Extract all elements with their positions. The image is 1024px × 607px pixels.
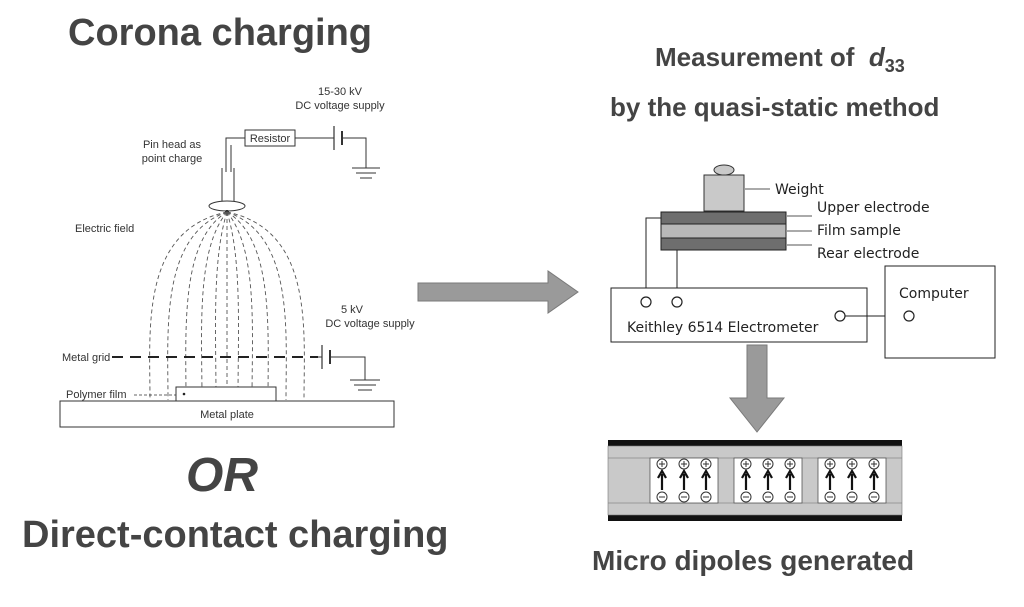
measurement-title-line1: Measurement of d33 [655, 42, 905, 77]
high-voltage-value: 15-30 kV [318, 86, 363, 98]
electric-field-lines [149, 211, 305, 401]
electrometer-box [610, 287, 868, 343]
plus-sign-icon [681, 461, 687, 467]
measurement-prefix: Measurement of [655, 42, 855, 72]
rear-electrode-label: Rear electrode [817, 246, 919, 262]
upper-electrode-wire [643, 217, 661, 294]
electrometer-output [834, 310, 846, 322]
low-voltage-value: 5 kV [341, 304, 364, 316]
dipole-arrow-icon [869, 468, 879, 490]
right-arrow-icon [417, 270, 579, 314]
high-voltage-supply-label: DC voltage supply [295, 100, 385, 112]
down-arrow-icon [728, 344, 786, 433]
dipole-arrow-icon [763, 468, 773, 490]
electric-field-label: Electric field [75, 223, 134, 235]
metal-grid-label: Metal grid [62, 352, 110, 364]
plus-sign-icon [787, 461, 793, 467]
ground-wire [342, 137, 367, 168]
micro-voids [649, 457, 887, 504]
pin-wire [225, 137, 245, 172]
plus-sign-icon [743, 461, 749, 467]
weight-block [703, 174, 745, 212]
dipole-arrow-icon [657, 468, 667, 490]
top-electrode [608, 440, 902, 446]
dipole-arrow-icon [785, 468, 795, 490]
polymer-film [175, 386, 277, 402]
micro-dipoles-diagram [607, 440, 903, 521]
computer-box [884, 265, 996, 359]
computer-input [903, 310, 915, 322]
corona-charging-title: Corona charging [68, 12, 373, 54]
metal-plate [59, 400, 395, 428]
corona-diagram: 15-30 kV DC voltage supply Resistor Pin … [59, 86, 415, 428]
plus-sign-icon [659, 461, 665, 467]
plus-sign-icon [849, 461, 855, 467]
metal-plate-label: Metal plate [200, 409, 254, 421]
dipole-arrow-icon [741, 468, 751, 490]
d33-symbol: d33 [868, 42, 905, 77]
upper-electrode [660, 211, 787, 225]
polymer-film-label: Polymer film [66, 389, 127, 401]
film-sample-label: Film sample [817, 223, 901, 239]
dipole-arrow-icon [847, 468, 857, 490]
plus-sign-icon [827, 461, 833, 467]
resistor-label: Resistor [250, 133, 291, 145]
or-label: OR [186, 449, 258, 502]
low-voltage-supply-label: DC voltage supply [325, 318, 415, 330]
micro-dipoles-title: Micro dipoles generated [592, 545, 915, 576]
dipole-arrow-icon [679, 468, 689, 490]
weight-knob [713, 164, 735, 176]
pin-head-label-2: point charge [142, 153, 203, 165]
dipole-arrow-icon [825, 468, 835, 490]
direct-contact-charging-title: Direct-contact charging [22, 514, 449, 556]
rear-electrode [660, 237, 787, 251]
measurement-title-line2: by the quasi-static method [610, 92, 940, 122]
plus-sign-icon [765, 461, 771, 467]
electrometer-input-2 [671, 296, 683, 308]
upper-electrode-label: Upper electrode [817, 200, 930, 216]
electrometer-input-1 [640, 296, 652, 308]
weight-label: Weight [775, 182, 824, 198]
bottom-electrode [608, 515, 902, 521]
plus-sign-icon [703, 461, 709, 467]
plus-sign-icon [871, 461, 877, 467]
electrometer-label: Keithley 6514 Electrometer [627, 320, 819, 336]
computer-label: Computer [899, 286, 969, 302]
measurement-diagram: Weight Upper electrode Film sample Rear … [610, 164, 996, 359]
pin-head-icon [208, 200, 246, 212]
pin-head-label-1: Pin head as [143, 139, 202, 151]
film-sample [660, 223, 787, 239]
dipole-arrow-icon [701, 468, 711, 490]
